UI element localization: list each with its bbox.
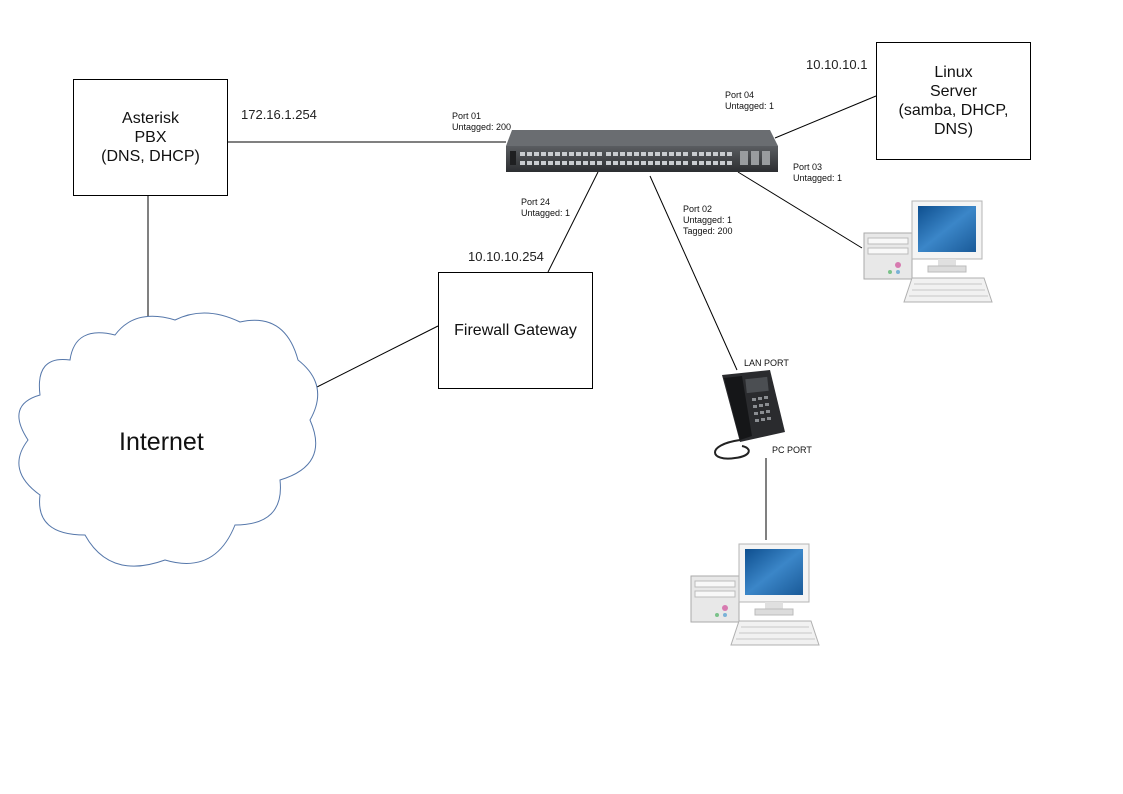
network-switch-icon [506,130,778,172]
linux-line-3: (samba, DHCP, [898,102,1009,119]
internet-label: Internet [119,428,204,456]
port-04-vlan: Untagged: 1 [725,101,775,111]
port-24-name: Port 24 [521,197,551,207]
asterisk-pbx-node: Asterisk PBX (DNS, DHCP) [73,79,228,196]
ip-phone-icon [714,370,785,460]
firewall-label: Firewall Gateway [454,322,577,339]
port-01-label: Port 01 Untagged: 200 [452,111,511,133]
link-switch-firewall [547,171,599,273]
firewall-gateway-node: Firewall Gateway [438,272,593,389]
phone-pc-port-label: PC PORT [772,445,812,455]
asterisk-ip: 172.16.1.254 [241,107,317,122]
cloud-icon [18,312,319,567]
link-switch-linux [774,95,877,139]
port-02-untagged: Untagged: 1 [683,215,733,225]
port-02-label: Port 02 Untagged: 1 Tagged: 200 [683,204,733,237]
firewall-ip: 10.10.10.254 [468,249,544,264]
desktop-computer-icon [863,200,993,303]
link-switch-pc1 [737,171,863,249]
connection-lines [147,95,877,540]
port-04-label: Port 04 Untagged: 1 [725,90,774,112]
port-02-name: Port 02 [683,204,713,214]
desktop-computer-icon [690,543,820,646]
port-03-label: Port 03 Untagged: 1 [793,162,842,184]
port-04-name: Port 04 [725,90,755,100]
asterisk-line-3: (DNS, DHCP) [101,148,200,165]
port-24-label: Port 24 Untagged: 1 [521,197,570,219]
port-03-vlan: Untagged: 1 [793,173,843,183]
port-01-name: Port 01 [452,111,482,121]
linux-line-1: Linux [934,64,973,81]
asterisk-line-2: PBX [134,129,167,146]
port-24-vlan: Untagged: 1 [521,208,571,218]
port-03-name: Port 03 [793,162,823,172]
linux-ip: 10.10.10.1 [806,57,868,72]
linux-line-4: DNS) [933,121,974,138]
port-01-vlan: Untagged: 200 [452,122,512,132]
link-firewall-internet [314,325,439,389]
asterisk-line-1: Asterisk [122,110,179,127]
linux-line-2: Server [929,83,978,100]
phone-lan-port-label: LAN PORT [744,358,789,368]
port-02-tagged: Tagged: 200 [683,226,733,236]
linux-server-node: Linux Server (samba, DHCP, DNS) [876,42,1031,160]
link-switch-phone [649,175,738,371]
